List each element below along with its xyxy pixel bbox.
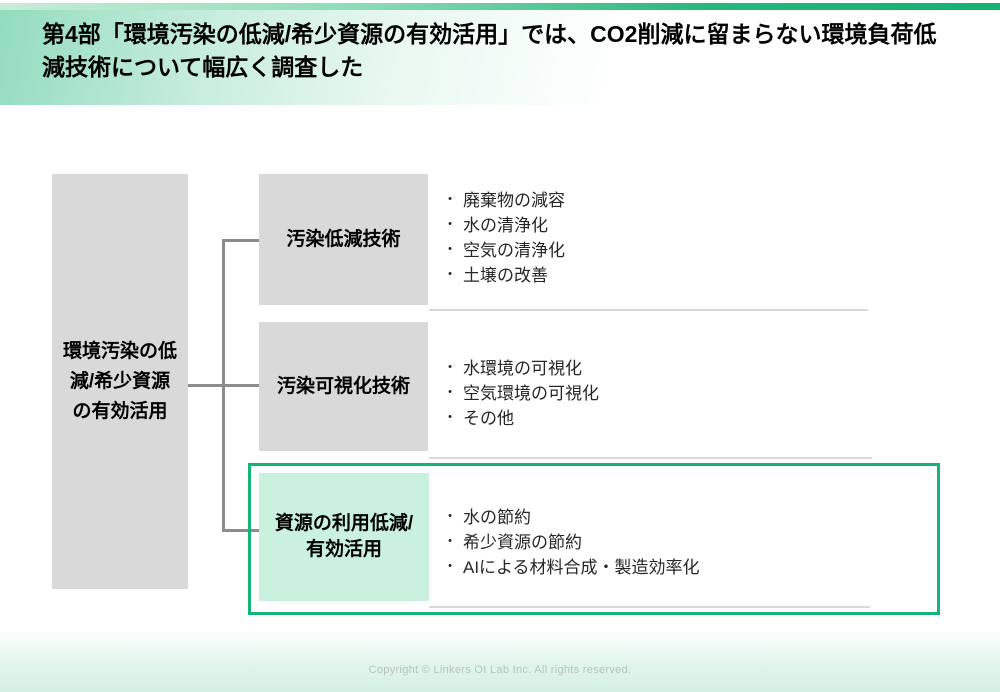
bullet-item: • 廃棄物の減容 (444, 186, 565, 211)
bullet-item: • AIによる材料合成・製造効率化 (444, 553, 700, 578)
bullet-text: 空気の清浄化 (463, 241, 565, 260)
bullet-list-pollution-reduction: • 廃棄物の減容 • 水の清浄化 • 空気の清浄化 • 土壌の改善 (444, 186, 565, 286)
bullet-dot: • (448, 559, 452, 572)
category-box-label: 汚染可視化技術 (276, 375, 410, 397)
bullet-list-resource-usage: • 水の節約 • 希少資源の節約 • AIによる材料合成・製造効率化 (444, 503, 700, 578)
bullet-item: • 希少資源の節約 (444, 528, 700, 553)
row-divider (429, 606, 870, 608)
bullet-text: 廃棄物の減容 (463, 191, 565, 210)
bullet-item: • 水の清浄化 (444, 211, 565, 236)
top-accent-bar (0, 3, 1000, 10)
bullet-list-pollution-visualization: • 水環境の可視化 • 空気環境の可視化 • その他 (444, 354, 599, 429)
bottom-gradient-band (0, 630, 1000, 692)
bullet-text: AIによる材料合成・製造効率化 (463, 558, 700, 577)
category-box-label: 資源の利用低減/ 有効活用 (274, 513, 414, 560)
bullet-text: 水環境の可視化 (463, 359, 582, 378)
bullet-item: • 水の節約 (444, 503, 700, 528)
bullet-text: 水の節約 (463, 508, 531, 527)
category-box-label: 汚染低減技術 (286, 228, 401, 250)
category-box-pollution-visualization: 汚染可視化技術 (259, 322, 428, 451)
bullet-dot: • (448, 385, 452, 398)
bullet-item: • 空気の清浄化 (444, 236, 565, 261)
bullet-dot: • (448, 192, 452, 205)
category-box-pollution-reduction: 汚染低減技術 (259, 174, 428, 305)
connector-vertical-line (222, 239, 225, 532)
slide-title: 第4部「環境汚染の低減/希少資源の有効活用」では、CO2削減に留まらない環境負荷… (42, 21, 937, 80)
highlight-frame (248, 463, 940, 615)
row-divider (429, 457, 872, 459)
root-box: 環境汚染の低 減/希少資源 の有効活用 (52, 174, 188, 589)
bullet-dot: • (448, 534, 452, 547)
bullet-text: 空気環境の可視化 (463, 384, 599, 403)
connector-branch-top (222, 239, 259, 242)
row-divider (429, 309, 868, 311)
bullet-dot: • (448, 242, 452, 255)
bullet-text: 土壌の改善 (463, 266, 548, 285)
bullet-item: • 空気環境の可視化 (444, 379, 599, 404)
copyright-text: Copyright © Linkers OI Lab Inc. All righ… (368, 664, 632, 676)
root-box-label: 環境汚染の低 減/希少資源 の有効活用 (62, 340, 177, 422)
bullet-item: • その他 (444, 404, 599, 429)
connector-branch-bottom (222, 529, 259, 532)
bullet-dot: • (448, 217, 452, 230)
category-box-resource-usage: 資源の利用低減/ 有効活用 (259, 473, 429, 601)
bullet-text: 希少資源の節約 (463, 533, 582, 552)
bullet-item: • 水環境の可視化 (444, 354, 599, 379)
bullet-text: 水の清浄化 (463, 216, 548, 235)
bullet-text: その他 (463, 409, 514, 428)
bullet-dot: • (448, 509, 452, 522)
bullet-dot: • (448, 410, 452, 423)
bullet-dot: • (448, 360, 452, 373)
bullet-item: • 土壌の改善 (444, 261, 565, 286)
bullet-dot: • (448, 267, 452, 280)
header-band (0, 10, 1000, 105)
